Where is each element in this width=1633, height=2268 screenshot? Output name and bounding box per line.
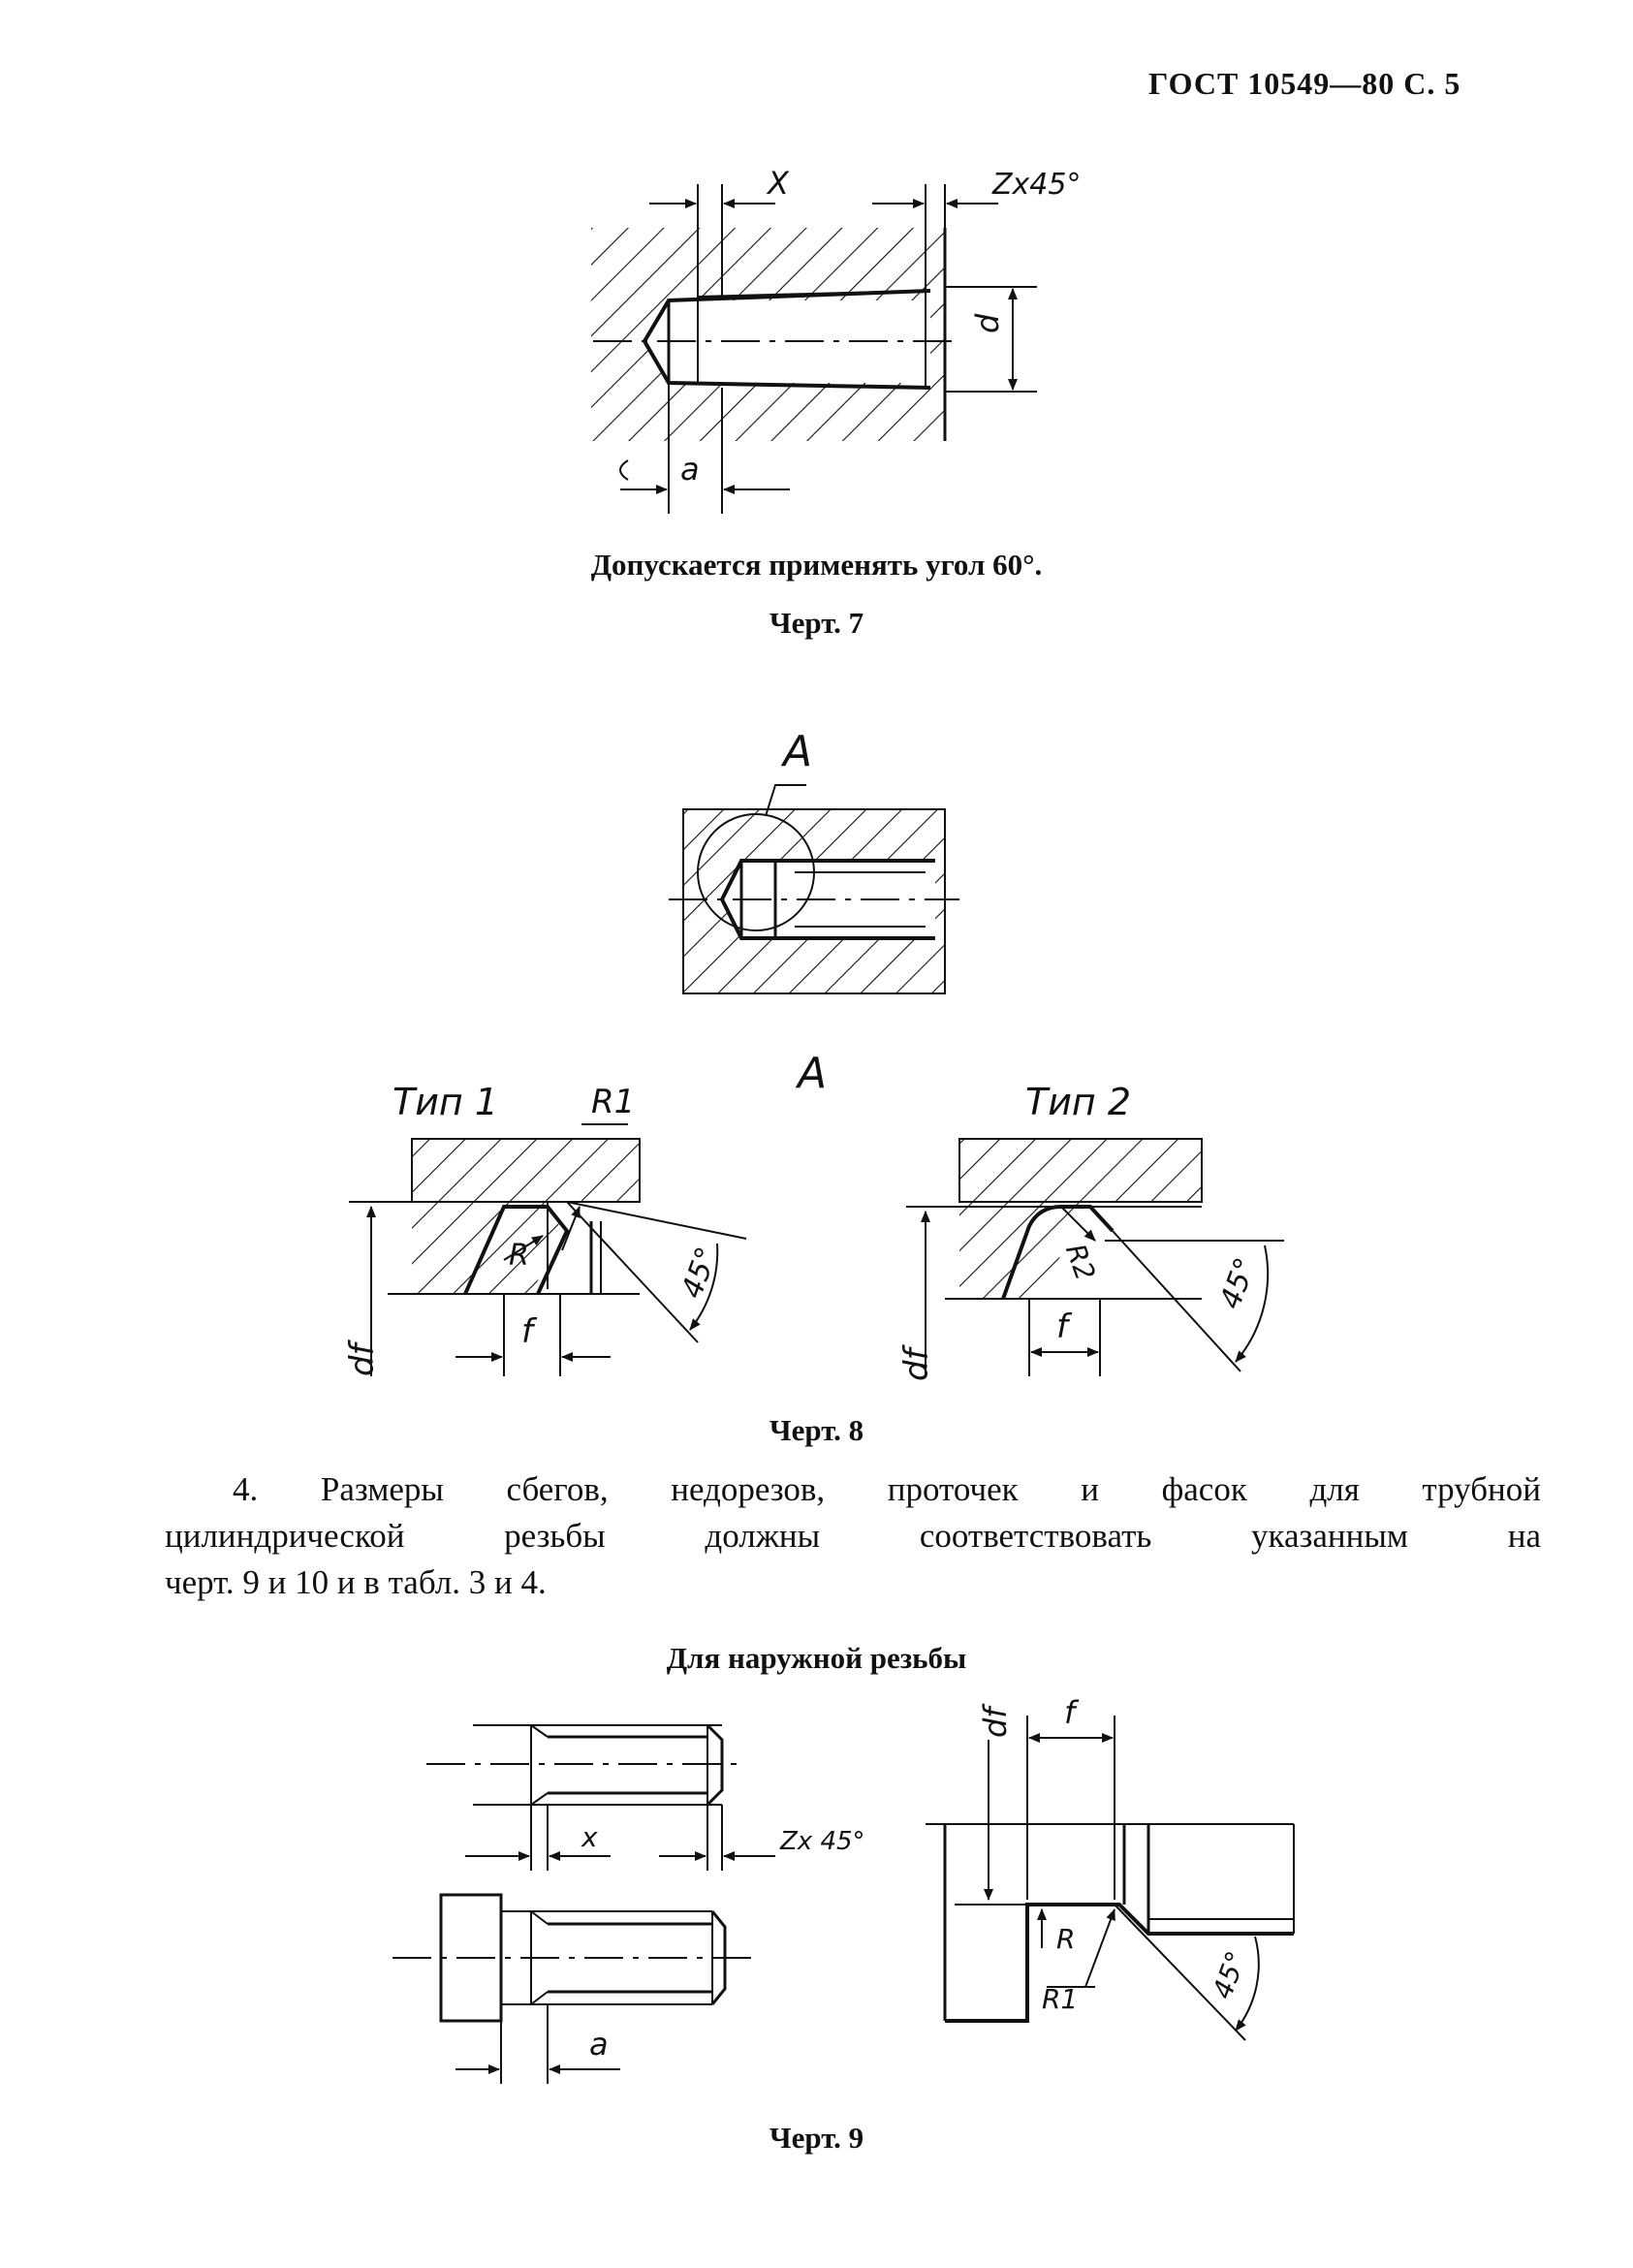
fig8-type1-f: f [521,1312,538,1351]
fig8-caption: Черт. 8 [769,1413,864,1447]
fig7-a-label: a [680,451,700,488]
fig9-x-label: x [581,1821,598,1853]
fig9-caption: Черт. 9 [769,2121,864,2155]
fig9-a-label: a [589,2026,609,2063]
figure-8-section: A A [669,727,959,1098]
fig8-view-label: A [780,727,812,776]
paragraph-line-1: 4. Размеры сбегов, недорезов, проточек и… [233,1470,1541,1508]
paragraph-4: 4. Размеры сбегов, недорезов, проточек и… [165,1466,1541,1606]
fig7-note: Допускается применять угол 60°. [590,548,1043,582]
fig9-r1-label: R1 [1042,1983,1078,2015]
fig8-type1-angle: 45° [675,1243,725,1303]
figure-7: X Zx45° d a [591,165,1081,514]
fig8-type2-title: Тип 2 [1025,1081,1131,1123]
figure-8-type1: Тип 1 R1 R 45° df f [343,1081,747,1376]
fig8-type1-df: df [343,1339,382,1376]
fig9-z-label: Zx 45° [779,1827,865,1856]
fig7-z-label: Zx45° [991,168,1081,202]
fig7-d-label: d [969,313,1006,333]
fig9-df-label: df [977,1703,1014,1738]
fig7-x-label: X [766,165,790,202]
figure-9-bolts: x Zx 45° a [393,1723,865,2084]
fig9-angle-label: 45° [1207,1947,1253,2003]
fig8-type2-r2: R2 [1059,1240,1102,1284]
fig9-f-label: f [1064,1694,1080,1731]
fig8-type2-f: f [1056,1307,1073,1346]
fig7-caption: Черт. 7 [769,606,864,640]
figure-9-detail: df f R R1 45° [926,1694,1295,2041]
paragraph-line-2: цилиндрической резьбы должны соответство… [165,1517,1541,1555]
fig8-detail-label: A [795,1049,827,1098]
fig8-type2-angle: 45° [1213,1253,1263,1313]
page-header: ГОСТ 10549—80 С. 5 [1148,66,1461,101]
figure-8-type2: Тип 2 R2 45° df f [897,1081,1284,1381]
fig8-type1-r: R [509,1239,529,1273]
fig8-type1-r1: R1 [591,1083,635,1121]
fig9-r-label: R [1056,1923,1075,1955]
fig8-type2-df: df [897,1343,936,1381]
fig9-heading: Для наружной резьбы [666,1641,967,1675]
fig8-type1-title: Тип 1 [393,1081,498,1123]
paragraph-line-3: черт. 9 и 10 и в табл. 3 и 4. [165,1563,547,1601]
